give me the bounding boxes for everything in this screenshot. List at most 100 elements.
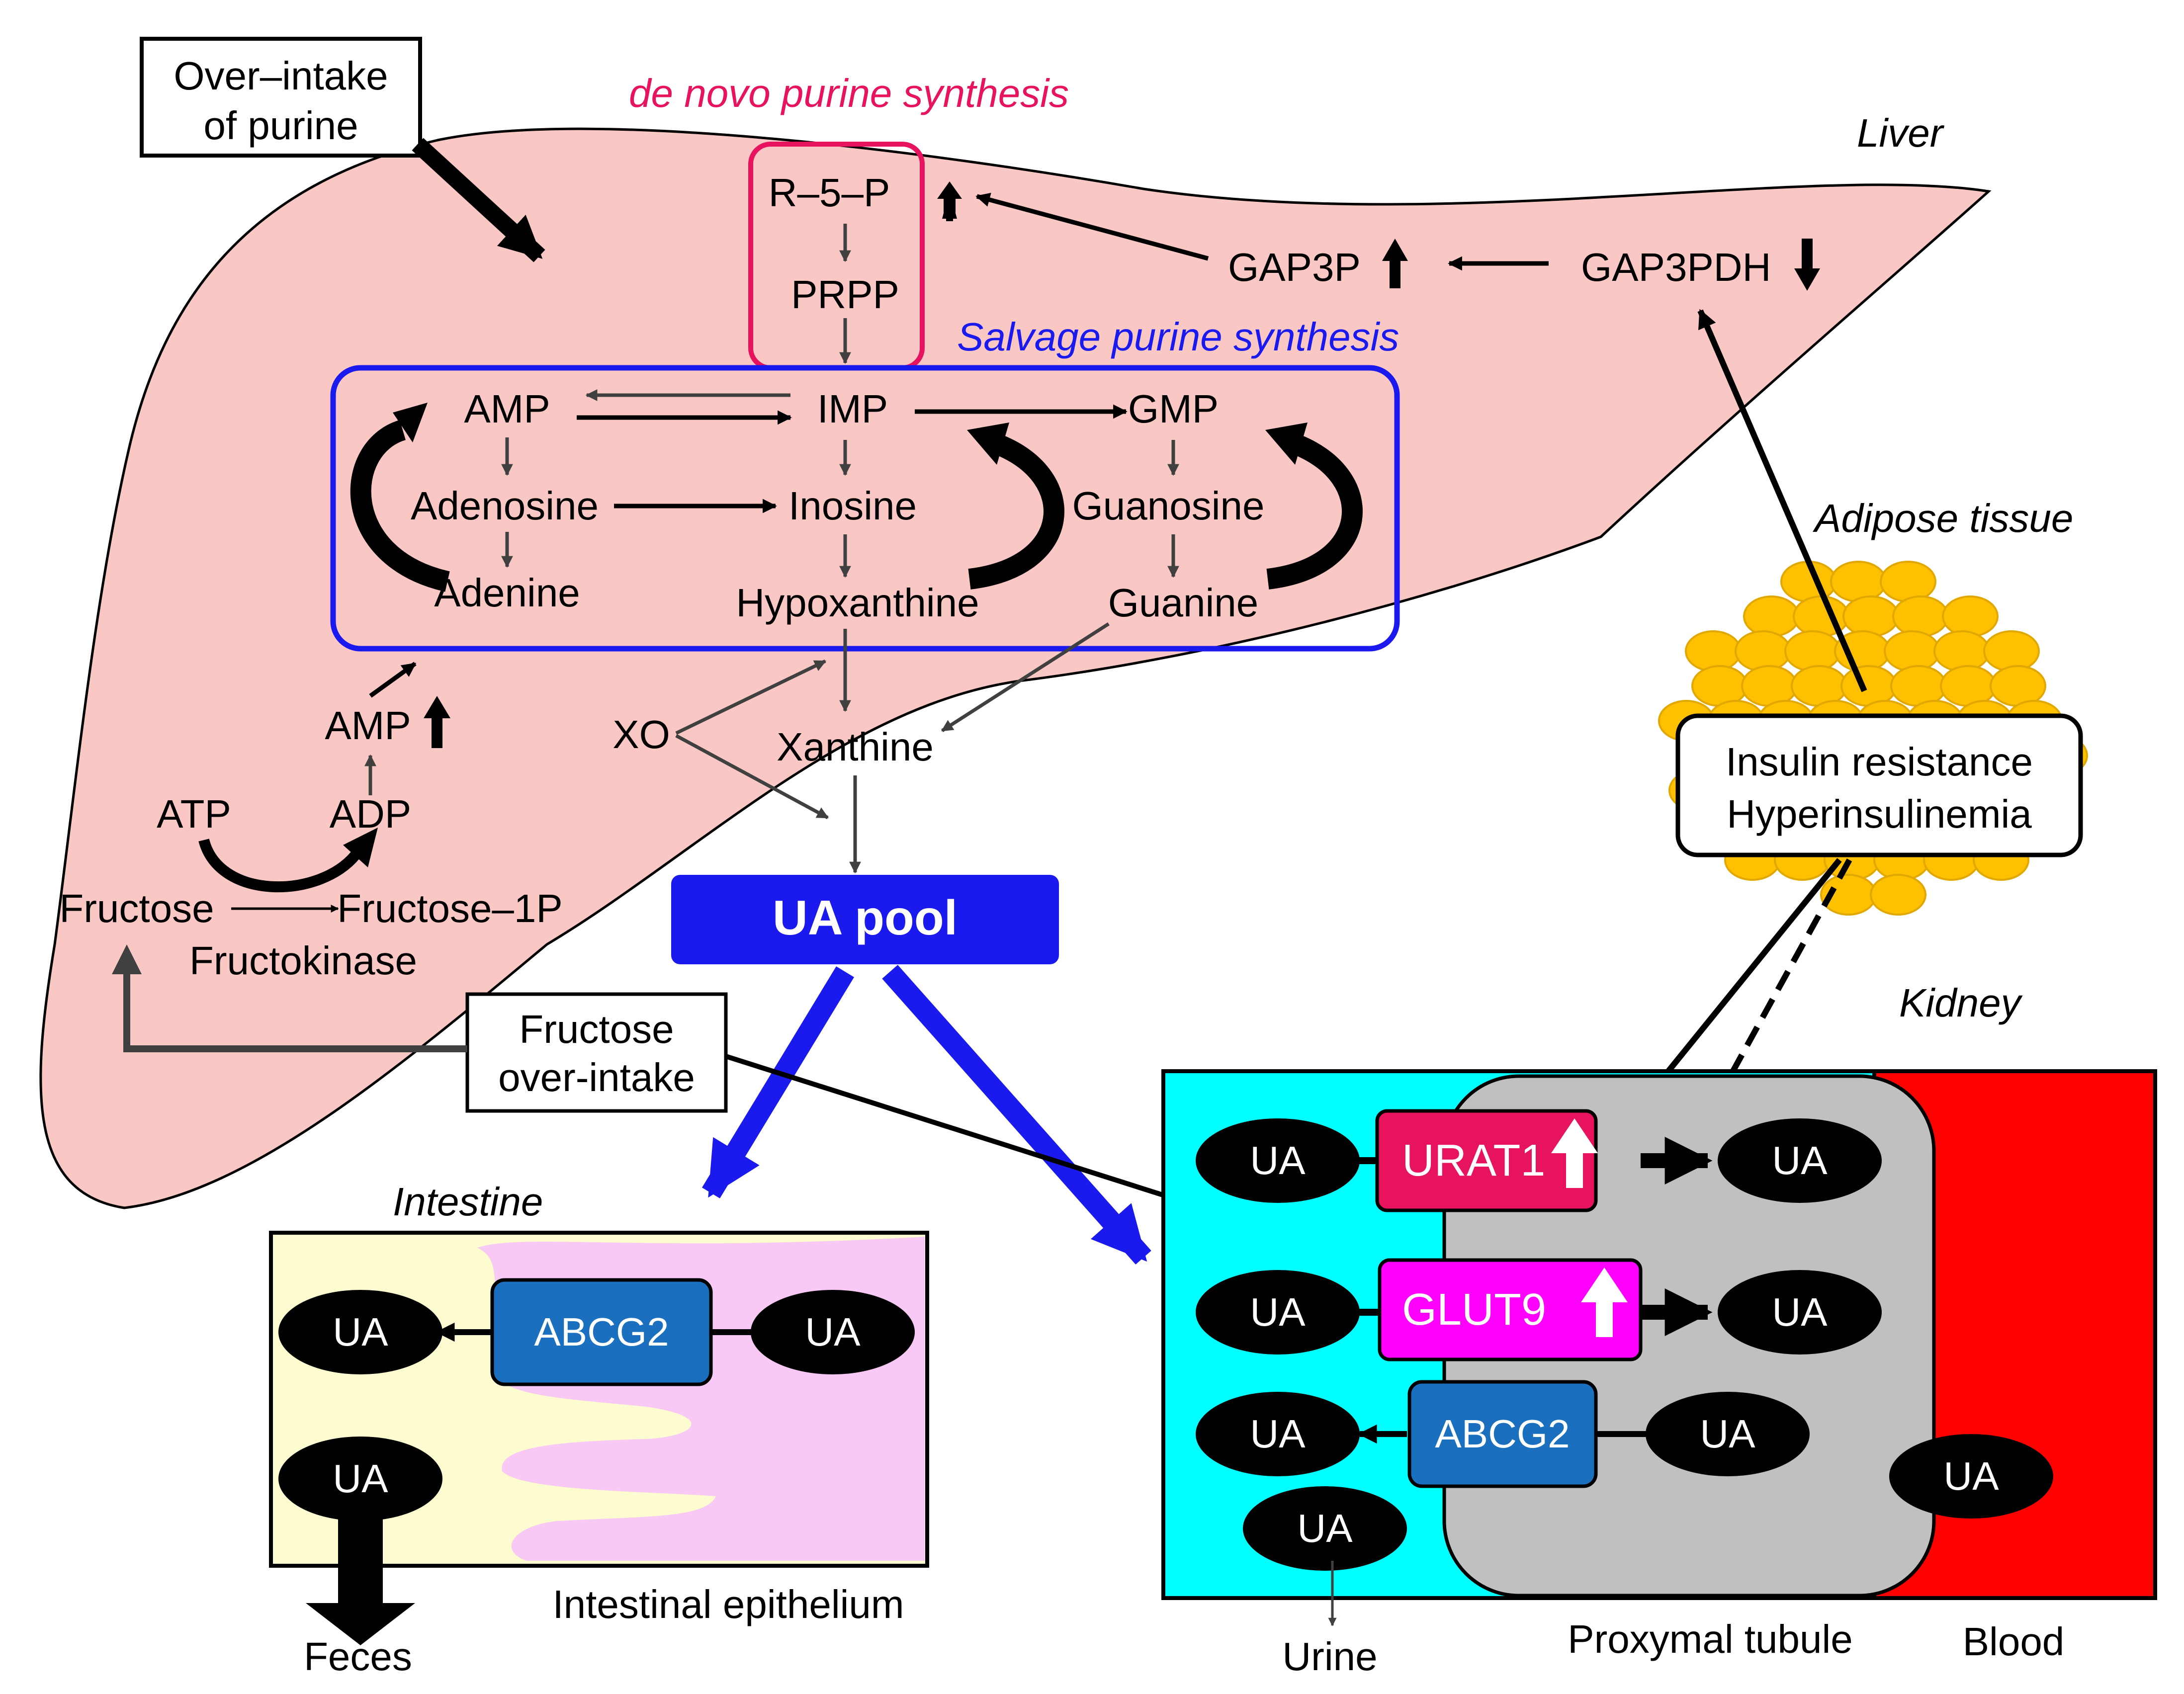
adipose-cell — [1685, 630, 1742, 672]
xo-lower-arrow — [675, 734, 829, 820]
adp-label: ADP — [330, 792, 412, 836]
adenine-label: Adenine — [434, 571, 580, 615]
ua-kidney-2 — [1718, 1118, 1882, 1203]
adipose-cell — [1892, 595, 1949, 637]
ua-intestine-3 — [278, 1437, 442, 1521]
urat1-label: URAT1 — [1402, 1136, 1545, 1186]
insulin-label-2: Hyperinsulinemia — [1727, 792, 2032, 836]
guanine-xanthine-arrow — [941, 622, 1110, 732]
guanosine-label: Guanosine — [1072, 484, 1265, 528]
ua-blood-label: UA — [1943, 1454, 1999, 1498]
salvage-box — [330, 365, 1400, 652]
ua-kidney-5 — [1196, 1392, 1360, 1476]
xo-label: XO — [612, 712, 670, 757]
ua-intestine-2-label: UA — [805, 1310, 861, 1354]
liver-shape — [39, 127, 1992, 1209]
gap3pdh-down-arrow-icon — [1802, 239, 1813, 273]
de-novo-title: de novo purine synthesis — [629, 71, 1069, 115]
adipose-cell — [1870, 874, 1926, 916]
ua-intestine-1-label: UA — [333, 1310, 388, 1354]
adipose-cell — [1830, 561, 1887, 602]
ua-kidney-3-label: UA — [1250, 1290, 1306, 1334]
r5p-label: R–5–P — [769, 170, 890, 215]
adipose-cell — [1840, 665, 1897, 707]
adipose-cell — [1741, 665, 1798, 707]
amp-label: AMP — [464, 387, 550, 431]
gap3p-r5p-arrow — [975, 192, 1209, 261]
atp-label: ATP — [157, 792, 231, 836]
guanine-gmp-curved-arrow — [1266, 435, 1363, 590]
ua-pool-label: UA pool — [773, 890, 958, 945]
feces-down-arrow-icon — [306, 1603, 415, 1645]
adipose-cell — [1933, 630, 1990, 672]
epithelium-label: Intestinal epithelium — [552, 1582, 904, 1626]
fructose-overintake-box — [465, 992, 728, 1113]
atp-adp-curved-arrow — [198, 838, 360, 893]
abcg2-intestine-transporter — [490, 1278, 713, 1386]
fructose-overintake-label-1: Fructose — [519, 1007, 674, 1051]
ua-kidney-6-label: UA — [1700, 1412, 1755, 1456]
prpp-label: PRPP — [791, 272, 899, 317]
ua-kidney-4 — [1718, 1270, 1882, 1355]
fructose-overintake-liver-line — [123, 972, 467, 1052]
xo-upper-arrow — [675, 659, 827, 735]
kidney-title: Kidney — [1899, 981, 2023, 1025]
ua-pool-box — [671, 875, 1059, 964]
fructose-label: Fructose — [59, 886, 214, 931]
blood-label: Blood — [1963, 1619, 2065, 1664]
fructokinase-label: Fructokinase — [189, 938, 417, 983]
adipose-title: Adipose tissue — [1813, 496, 2073, 540]
hypoxanthine-imp-curved-arrow — [968, 435, 1064, 590]
insulin-urat1-arrow — [1636, 858, 1842, 1110]
gmp-label: GMP — [1128, 387, 1219, 431]
overintake-purine-box — [140, 37, 422, 158]
adipose-cell — [1890, 665, 1947, 707]
guanine-label: Guanine — [1108, 581, 1258, 625]
intestine-title: Intestine — [393, 1180, 543, 1224]
xanthine-label: Xanthine — [777, 725, 934, 769]
adipose-cell — [1743, 595, 1800, 637]
ua-blood — [1889, 1434, 2053, 1519]
adipose-cell — [1784, 630, 1841, 672]
adipose-cell — [1990, 665, 2046, 707]
fructose1p-label: Fructose–1P — [337, 886, 563, 931]
ua-kidney-6 — [1646, 1392, 1810, 1476]
glut9-label: GLUT9 — [1402, 1285, 1546, 1335]
insulin-gap3pdh-arrow — [1697, 309, 1867, 692]
ua-kidney-4-label: UA — [1772, 1290, 1828, 1334]
gap3p-up-arrow-icon — [1390, 254, 1400, 288]
uapool-intestine-arrow — [702, 966, 854, 1198]
ua-intestine-1 — [278, 1290, 442, 1374]
uapool-kidney-arrow — [882, 965, 1151, 1265]
insulin-box — [1675, 713, 2083, 857]
abcg2-intestine-label: ABCG2 — [534, 1310, 669, 1354]
amp-up-label: AMP — [325, 703, 411, 748]
adenosine-label: Adenosine — [411, 484, 599, 528]
glut9-transporter — [1378, 1258, 1643, 1361]
fructose-overintake-up-arrowhead-icon — [112, 944, 142, 974]
amp-salvage-arrow — [369, 662, 417, 698]
ua-intestine-3-label: UA — [333, 1456, 388, 1501]
adenine-amp-curved-arrow — [350, 420, 450, 592]
amp-up-arrow-icon — [432, 711, 442, 748]
hypoxanthine-label: Hypoxanthine — [736, 581, 979, 625]
insulin-label-1: Insulin resistance — [1726, 740, 2033, 784]
adipose-cell — [1735, 630, 1791, 672]
abcg2-kidney-transporter — [1407, 1380, 1598, 1488]
ua-urine — [1243, 1486, 1407, 1571]
ua-kidney-1 — [1196, 1118, 1360, 1203]
ua-urine-label: UA — [1297, 1506, 1353, 1550]
adipose-cell — [1691, 665, 1748, 707]
adipose-cell — [1880, 561, 1936, 602]
salvage-title: Salvage purine synthesis — [957, 315, 1399, 359]
adipose-cell — [1884, 630, 1940, 672]
feces-arrow-shaft — [338, 1511, 383, 1610]
ua-kidney-1-label: UA — [1250, 1138, 1306, 1183]
adipose-cell — [1791, 665, 1847, 707]
ua-kidney-2-label: UA — [1772, 1138, 1828, 1183]
ua-kidney-5-label: UA — [1250, 1412, 1306, 1456]
fructose-overintake-label-2: over-intake — [498, 1055, 695, 1100]
imp-label: IMP — [817, 387, 888, 431]
adipose-cell — [1940, 665, 1997, 707]
overintake-purine-label-2: of purine — [203, 103, 358, 148]
